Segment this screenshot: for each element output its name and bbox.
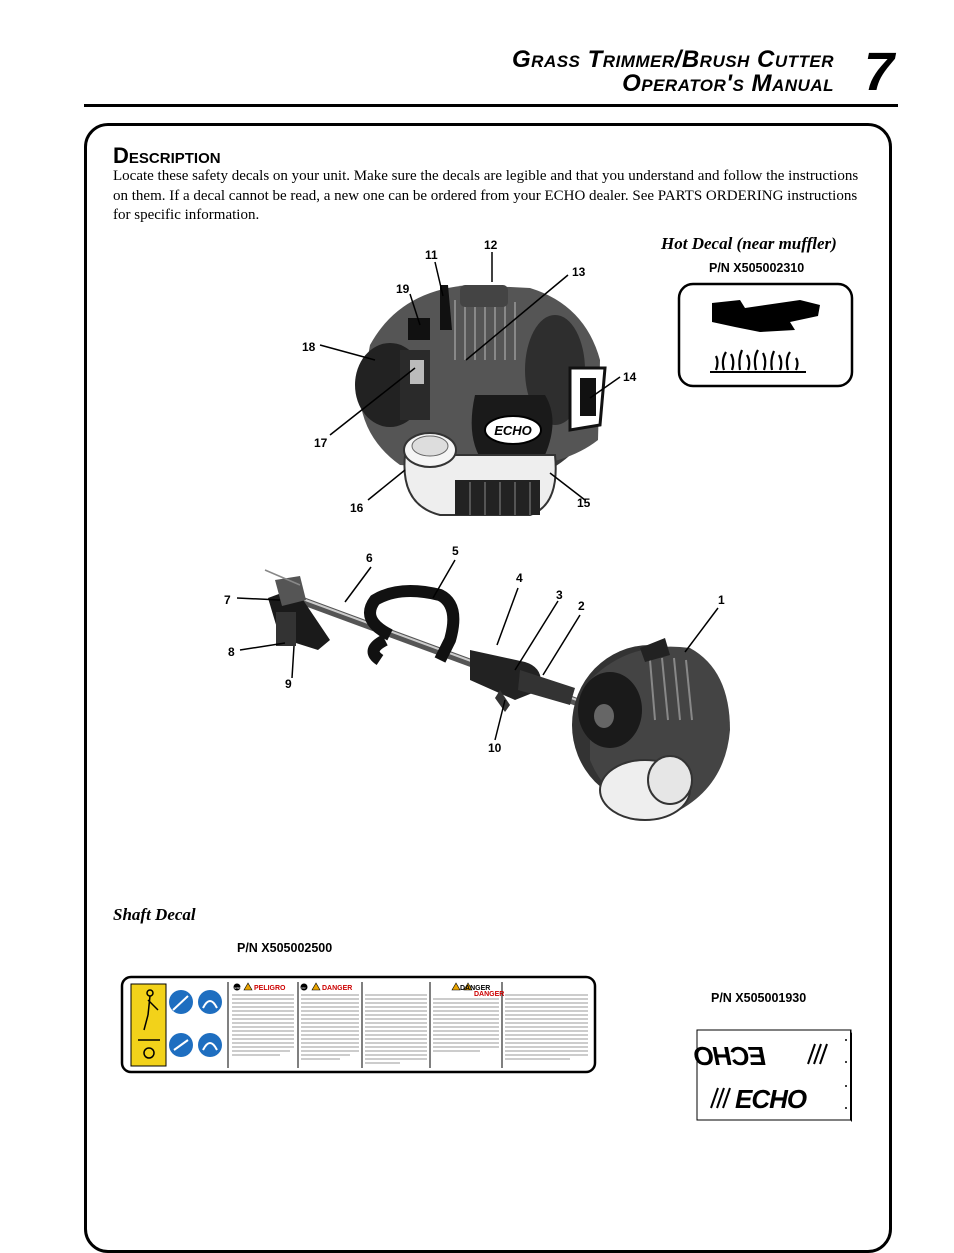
engine-callout: 19 xyxy=(396,282,410,296)
danger-main-label: DANGER xyxy=(474,991,504,998)
unit-callout: 7 xyxy=(224,593,231,607)
manual-title-line2: Operator's Manual xyxy=(622,70,834,97)
hot-decal-part-number: P/N X505002310 xyxy=(709,261,805,275)
engine-callout: 13 xyxy=(572,265,586,279)
peligro-label: PELIGRO xyxy=(254,985,286,992)
unit-callout: 2 xyxy=(578,599,585,613)
intro-paragraph: Locate these safety decals on your unit.… xyxy=(113,168,859,223)
hot-decal-graphic xyxy=(677,282,854,388)
danger-en-label: DANGER xyxy=(460,985,490,992)
engine-callout: 18 xyxy=(302,340,316,354)
engine-callout: 12 xyxy=(484,238,498,252)
unit-callout: 5 xyxy=(452,544,459,558)
hot-decal-title: Hot Decal (near muffler) xyxy=(661,234,837,253)
manual-title-line1: Grass Trimmer/Brush Cutter xyxy=(512,46,834,73)
page-number: 7 xyxy=(863,42,894,102)
echo-logo: ECHO xyxy=(735,1084,807,1114)
echo-logo-mirrored: ECHO xyxy=(694,1041,766,1071)
trimmer-unit-illustration xyxy=(236,559,730,821)
engine-callout: 17 xyxy=(314,436,328,450)
echo-logo-decal: ECHO ECHO xyxy=(694,1029,852,1122)
section-title: Description xyxy=(113,143,221,168)
unit-callout: 4 xyxy=(516,571,523,585)
lang-es-badge: ESP xyxy=(235,986,241,990)
danger-fr-label: DANGER xyxy=(322,985,352,992)
unit-callout: 9 xyxy=(285,677,292,691)
unit-callout: 6 xyxy=(366,551,373,565)
engine-callout: 15 xyxy=(577,496,591,510)
shaft-decal-part-number: P/N X505002500 xyxy=(237,941,333,955)
unit-callout: 10 xyxy=(488,741,502,755)
lang-fr-badge: FR xyxy=(302,986,307,990)
engine-callout: 16 xyxy=(350,501,364,515)
engine-logo: ECHO xyxy=(494,423,532,438)
header-rule xyxy=(84,104,898,107)
unit-callout: 1 xyxy=(718,593,725,607)
engine-illustration: ECHO xyxy=(319,252,621,516)
unit-callout: 8 xyxy=(228,645,235,659)
shaft-decal-graphic: ESP FR PELIGRO DANGER DANGER DANGER xyxy=(120,975,597,1074)
echo-decal-part-number: P/N X505001930 xyxy=(711,991,807,1005)
shaft-decal-title: Shaft Decal xyxy=(113,905,196,924)
engine-callout: 11 xyxy=(425,248,438,262)
unit-callout: 3 xyxy=(556,588,563,602)
engine-callout: 14 xyxy=(623,370,637,384)
